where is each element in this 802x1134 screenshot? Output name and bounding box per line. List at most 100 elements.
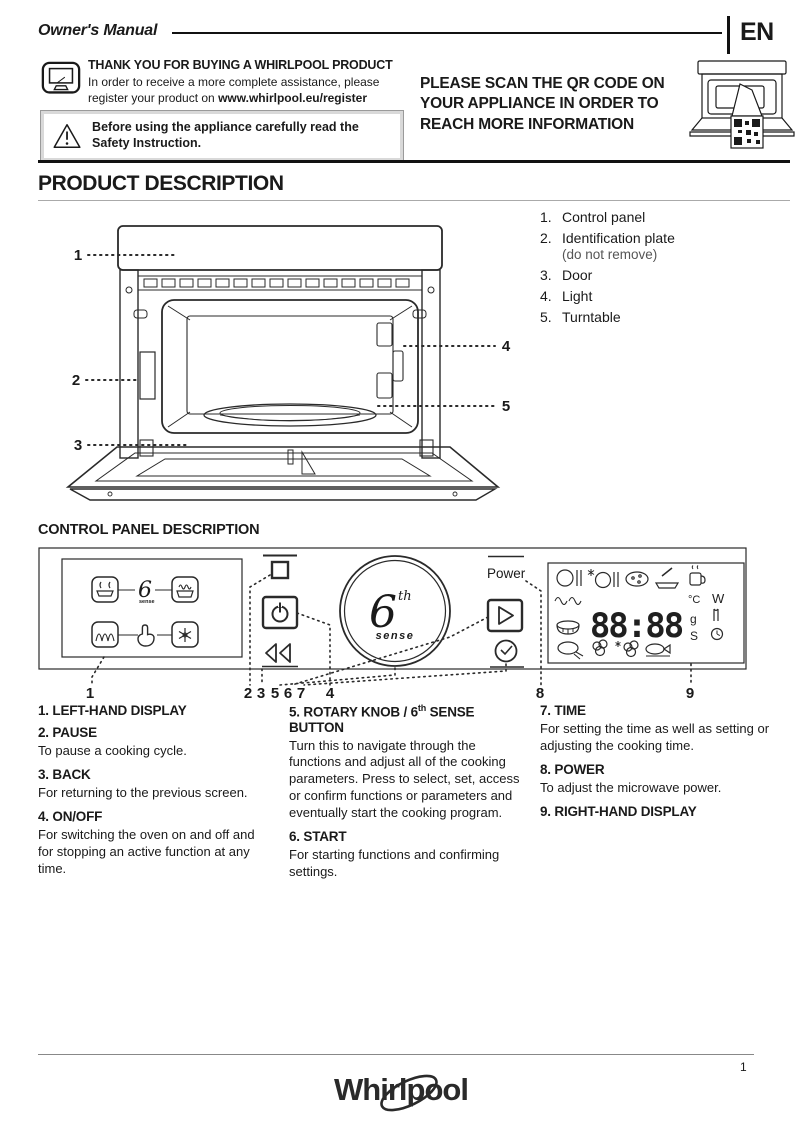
start-button <box>486 598 524 633</box>
item-heading: 1. LEFT-HAND DISPLAY <box>38 703 187 718</box>
panel-callout-6: 6 <box>284 685 292 702</box>
thanks-block: THANK YOU FOR BUYING A WHIRLPOOL PRODUCT… <box>88 58 418 106</box>
mini-logo-word: sense <box>139 599 155 605</box>
legend-item: 4. Light <box>540 288 780 304</box>
thanks-text: In order to receive a more complete assi… <box>88 75 418 106</box>
left-hand-display: 6 sense <box>61 558 243 658</box>
back-button <box>262 643 298 668</box>
oven-callout-4: 4 <box>502 338 511 355</box>
panel-callout-7: 7 <box>297 685 305 702</box>
grill-icon <box>171 576 199 603</box>
unit-seconds: S <box>690 629 698 643</box>
oven-side-rails <box>119 269 441 459</box>
oven-vent-strip <box>137 275 423 291</box>
hand-press-icon <box>137 624 155 647</box>
identification-plate <box>139 351 156 400</box>
steam-icon <box>91 576 119 603</box>
legend-item: 2. Identification plate <box>540 230 780 246</box>
panel-descriptions: 1. LEFT-HAND DISPLAY 2. PAUSE To pause a… <box>38 703 778 883</box>
register-monitor-icon <box>40 60 82 102</box>
power-label-group: Power <box>487 555 526 581</box>
item-heading: 7. TIME <box>540 703 586 718</box>
brand-wordmark: Whirlpool <box>334 1072 468 1107</box>
knob-sup: th <box>398 589 412 604</box>
power-label: Power <box>487 566 526 581</box>
control-panel-frame <box>38 547 747 670</box>
product-description-title: PRODUCT DESCRIPTION <box>38 172 284 195</box>
legend-num: 3. <box>540 267 552 283</box>
item-body: Turn this to navigate through the functi… <box>289 737 520 821</box>
oven-callout-lines <box>85 254 496 446</box>
rotary-heading-sup: th <box>417 703 427 713</box>
legend-label: Light <box>562 288 593 304</box>
qr-instruction: PLEASE SCAN THE QR CODE ON YOUR APPLIANC… <box>420 75 665 133</box>
defrost-icon <box>171 621 199 648</box>
sixth-sense-mini-logo: 6 sense <box>138 578 155 605</box>
control-panel-figure: 6 sense <box>38 545 748 703</box>
rotary-heading-pre: 5. ROTARY KNOB / 6 <box>289 704 418 720</box>
item-heading: 5. ROTARY KNOB / 6th SENSE BUTTON <box>289 703 520 735</box>
appliance-qr-figure <box>686 56 798 156</box>
oven-callout-5: 5 <box>502 398 510 415</box>
right-hand-display: 88:88 °C W g S <box>547 562 745 664</box>
legend-num: 1. <box>540 209 552 225</box>
product-description-rule <box>38 200 790 201</box>
control-panel-title: CONTROL PANEL DESCRIPTION <box>38 522 260 538</box>
knob-digit: 6 <box>369 587 397 638</box>
door-hinges <box>139 439 434 457</box>
rotary-heading-post: SENSE BUTTON <box>289 704 475 735</box>
oven-callout-2: 2 <box>72 372 80 389</box>
language-divider <box>727 16 730 54</box>
legend-label: Identification plate <box>562 230 675 246</box>
turntable <box>203 403 377 427</box>
legend-sub-note: (do not remove) <box>562 247 658 262</box>
section-divider <box>38 160 790 163</box>
mini-logo-digit: 6 <box>138 578 152 603</box>
panel-callout-3: 3 <box>257 685 265 702</box>
description-column-3: 7. TIME For setting the time as well as … <box>540 703 778 883</box>
description-column-1: 1. LEFT-HAND DISPLAY 2. PAUSE To pause a… <box>38 703 289 883</box>
item-body: For switching the oven on and off and fo… <box>38 826 255 876</box>
register-url: www.whirlpool.eu/register <box>218 90 367 105</box>
unit-celsius: °C <box>688 594 700 606</box>
panel-callout-lines <box>91 574 692 686</box>
unit-watt: W <box>712 591 725 606</box>
waves-indicator-icon <box>554 596 582 606</box>
item-heading: 4. ON/OFF <box>38 808 103 824</box>
oven-cavity <box>133 299 427 434</box>
beverage-cup-icon <box>689 565 706 586</box>
panel-callout-9: 9 <box>686 685 694 702</box>
item-body: For returning to the previous screen. <box>38 784 248 800</box>
reheat-plate-icon <box>556 569 582 587</box>
legend-num: 5. <box>540 309 552 325</box>
item-heading: 9. RIGHT-HAND DISPLAY <box>540 803 697 819</box>
panel-callout-4: 4 <box>326 685 335 702</box>
item-body: To pause a cooking cycle. <box>38 743 187 758</box>
oven-light <box>376 322 404 399</box>
pause-button <box>263 554 297 580</box>
unit-gram: g <box>690 612 697 626</box>
thanks-heading: THANK YOU FOR BUYING A WHIRLPOOL PRODUCT <box>88 58 393 72</box>
logo-swoosh <box>380 1074 438 1112</box>
rotary-knob: 6 th sense <box>339 555 451 667</box>
defrost-plate-icon <box>587 569 619 589</box>
oven-door-open <box>65 446 501 501</box>
panel-callout-8: 8 <box>536 685 544 702</box>
panel-callout-2: 2 <box>244 685 252 702</box>
on-off-button <box>261 595 299 630</box>
defrost-vegetables-icon <box>615 640 639 658</box>
warning-triangle-icon <box>53 123 81 149</box>
oven-figure: 1 2 3 4 5 <box>40 210 540 510</box>
legend-num: 2. <box>540 230 552 246</box>
description-column-2: 5. ROTARY KNOB / 6th SENSE BUTTON Turn t… <box>289 703 540 883</box>
item-heading: 2. PAUSE <box>38 725 97 740</box>
oven-control-panel-band <box>117 225 443 271</box>
pizza-icon <box>625 571 649 587</box>
item-heading: 8. POWER <box>540 761 605 777</box>
item-heading: 3. BACK <box>38 766 91 782</box>
legend-item: 3.Door <box>540 267 780 283</box>
display-digits: 88:88 <box>590 606 683 646</box>
oven-callout-1: 1 <box>74 247 82 264</box>
legend-num: 4. <box>540 288 552 304</box>
